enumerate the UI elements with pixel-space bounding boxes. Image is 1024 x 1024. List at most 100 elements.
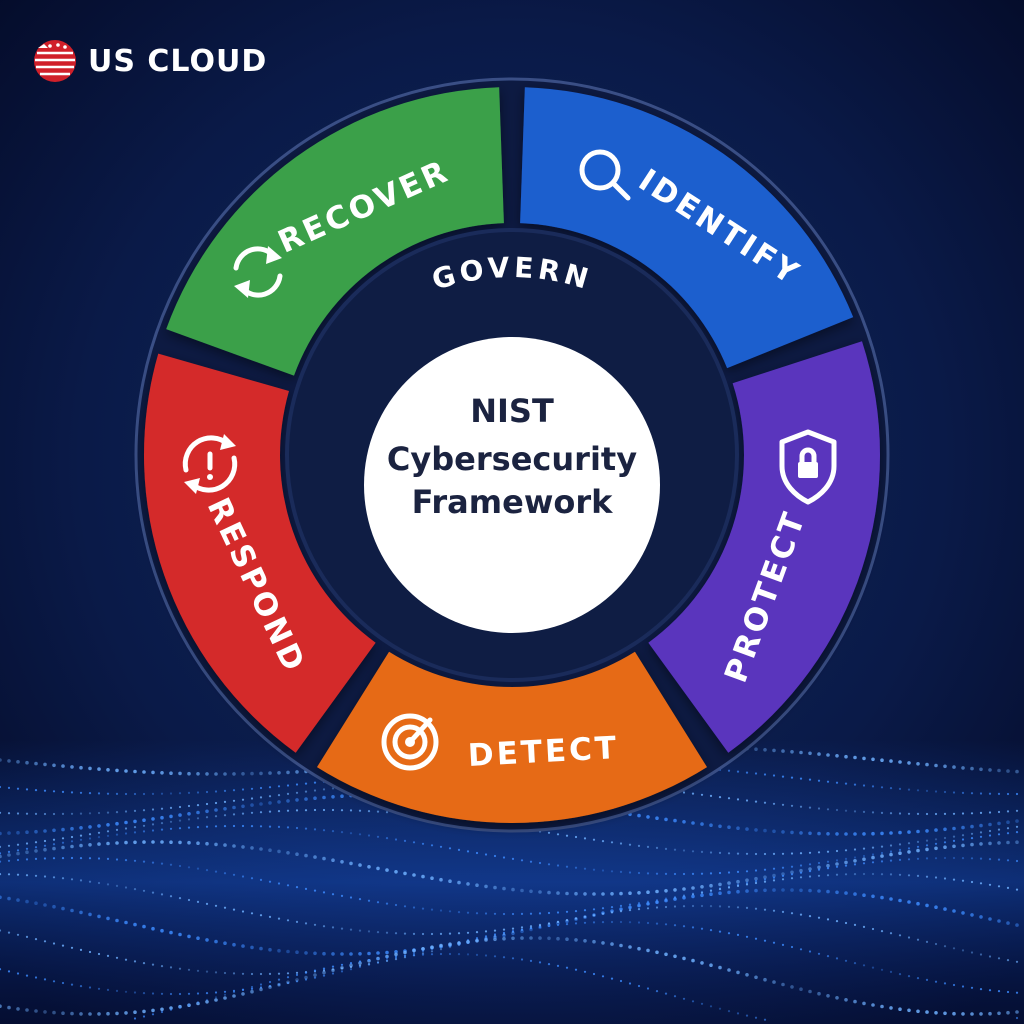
wave-dot bbox=[700, 885, 704, 889]
wave-dot bbox=[268, 795, 272, 798]
wave-dot bbox=[619, 910, 623, 913]
wave-dot bbox=[250, 987, 254, 990]
wave-dot bbox=[961, 843, 965, 848]
wave-dot bbox=[376, 951, 380, 955]
wave-dot bbox=[889, 859, 893, 862]
wave-dot bbox=[313, 951, 317, 956]
wave-dot bbox=[907, 812, 911, 815]
wave-dot bbox=[160, 1007, 164, 1012]
wave-dot bbox=[547, 963, 551, 966]
wave-dot bbox=[781, 803, 785, 806]
wave-dot bbox=[952, 947, 956, 950]
wave-dot bbox=[565, 923, 569, 926]
wave-dot bbox=[826, 753, 830, 757]
wave-dot bbox=[385, 959, 389, 962]
wave-dot bbox=[862, 847, 866, 850]
wave-dot bbox=[7, 1005, 11, 1010]
wave-dot bbox=[970, 951, 974, 954]
wave-dot bbox=[925, 812, 929, 816]
wave-dot bbox=[313, 976, 317, 979]
wave-dot bbox=[475, 931, 479, 934]
wave-dot bbox=[790, 985, 794, 989]
wave-dot bbox=[169, 930, 173, 935]
wave-dot bbox=[7, 812, 11, 815]
wave-dot bbox=[934, 876, 938, 879]
wave-dot bbox=[565, 891, 569, 896]
wave-dot bbox=[574, 910, 578, 913]
wave-dot bbox=[727, 852, 731, 855]
wave-dot bbox=[556, 964, 560, 968]
wave-dot bbox=[151, 823, 155, 826]
wave-dot bbox=[817, 851, 821, 854]
wave-dot bbox=[529, 860, 533, 863]
wave-dot bbox=[187, 791, 191, 795]
wave-dot bbox=[700, 872, 704, 875]
wave-dot bbox=[745, 771, 749, 774]
wave-dot bbox=[0, 811, 2, 814]
wave-dot bbox=[763, 868, 767, 871]
wave-dot bbox=[124, 958, 128, 961]
wave-dot bbox=[124, 886, 128, 889]
wave-dot bbox=[133, 960, 137, 963]
wave-dot bbox=[997, 885, 1001, 888]
wave-dot bbox=[907, 1008, 911, 1013]
wave-dot bbox=[142, 992, 146, 995]
wave-dot bbox=[43, 857, 47, 860]
wave-dot bbox=[682, 887, 686, 891]
wave-dot bbox=[979, 988, 983, 991]
wave-dot bbox=[331, 968, 335, 972]
wave-dot bbox=[16, 873, 20, 876]
wave-dot bbox=[898, 787, 902, 791]
wave-dot bbox=[124, 827, 128, 830]
wave-dot bbox=[304, 809, 308, 812]
wave-dot bbox=[322, 967, 326, 970]
wave-dot bbox=[277, 825, 281, 829]
wave-dot bbox=[97, 792, 101, 795]
wave-dot bbox=[196, 900, 200, 904]
wave-dot bbox=[772, 941, 776, 944]
wave-dot bbox=[403, 954, 407, 957]
wave-dot bbox=[898, 1007, 902, 1011]
wave-dot bbox=[592, 892, 596, 896]
wave-dot bbox=[268, 972, 272, 976]
wave-dot bbox=[43, 978, 47, 981]
wave-dot bbox=[835, 873, 839, 876]
wave-dot bbox=[214, 825, 218, 828]
wave-dot bbox=[421, 947, 425, 951]
wave-dot bbox=[700, 850, 704, 854]
wave-dot bbox=[889, 787, 893, 790]
wave-dot bbox=[700, 927, 704, 930]
wave-dot bbox=[637, 891, 641, 895]
wave-dot bbox=[871, 966, 875, 969]
wave-dot bbox=[916, 977, 920, 980]
wave-dot bbox=[187, 866, 191, 869]
wave-dot bbox=[160, 771, 164, 775]
wave-dot bbox=[853, 783, 857, 786]
wave-dot bbox=[709, 851, 713, 854]
wave-dot bbox=[952, 765, 956, 769]
wave-dot bbox=[799, 805, 803, 808]
wave-dot bbox=[646, 872, 650, 875]
wave-dot bbox=[340, 860, 344, 864]
wave-dot bbox=[106, 792, 110, 795]
wave-dot bbox=[925, 847, 929, 852]
wave-dot bbox=[529, 936, 533, 940]
wave-dot bbox=[880, 873, 884, 876]
wave-dot bbox=[142, 840, 146, 844]
wave-dot bbox=[682, 791, 686, 794]
wave-dot bbox=[331, 808, 335, 812]
wave-dot bbox=[880, 930, 884, 933]
wave-dot bbox=[349, 928, 353, 931]
wave-dot bbox=[565, 966, 569, 969]
wave-dot bbox=[610, 841, 614, 844]
wave-dot bbox=[1006, 959, 1010, 962]
wave-dot bbox=[88, 986, 92, 989]
wave-dot bbox=[1006, 840, 1010, 845]
wave-dot bbox=[466, 911, 470, 914]
wave-dot bbox=[790, 830, 794, 835]
wave-dot bbox=[898, 934, 902, 937]
wave-dot bbox=[997, 821, 1001, 826]
wave-dot bbox=[79, 857, 83, 860]
wave-dot bbox=[592, 914, 596, 917]
wave-dot bbox=[394, 952, 398, 957]
